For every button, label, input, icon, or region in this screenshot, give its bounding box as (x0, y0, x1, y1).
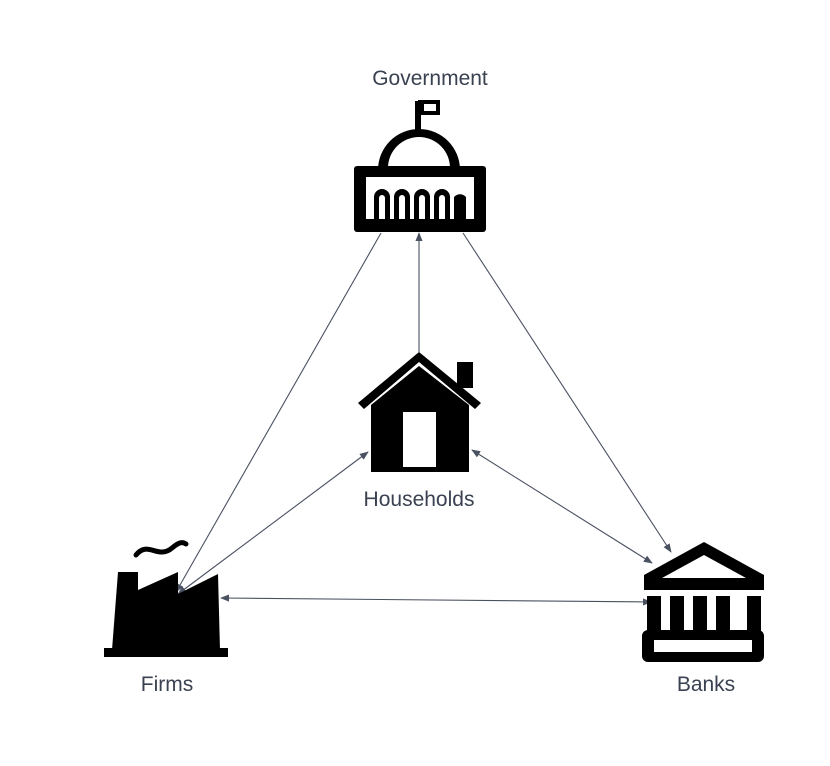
bank-icon (642, 542, 764, 662)
node-households: Households (358, 352, 481, 511)
node-firms: Firms (104, 540, 228, 696)
node-banks: Banks (642, 542, 764, 696)
firms-label: Firms (141, 673, 193, 696)
factory-icon (104, 540, 228, 657)
edge-government-banks (462, 232, 672, 553)
edge-households-banks (471, 449, 653, 564)
edge-government-firms (175, 232, 382, 593)
edges (175, 232, 672, 606)
capitol-building-icon (354, 100, 486, 232)
node-government: Government (354, 67, 488, 232)
government-label: Government (372, 67, 488, 90)
edge-firms-banks (220, 594, 652, 606)
edge-households-firms (177, 451, 369, 595)
banks-label: Banks (677, 673, 735, 696)
households-label: Households (364, 488, 475, 511)
house-icon (358, 352, 481, 472)
